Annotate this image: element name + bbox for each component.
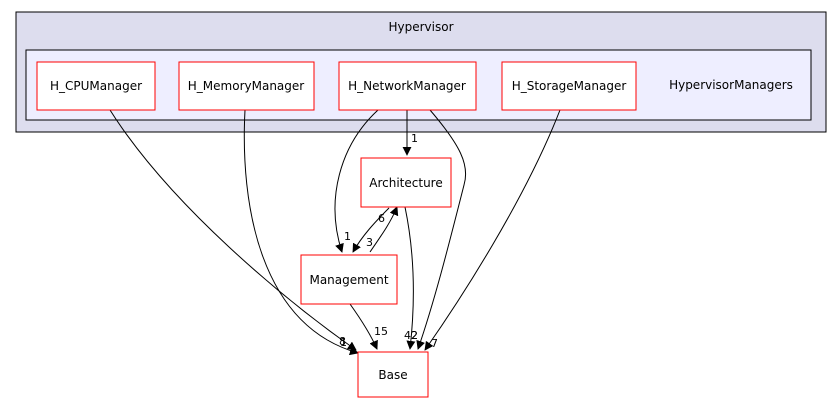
edge-network-to-management[interactable] [334,109,379,253]
node-architecture-label: Architecture [369,176,442,190]
edge-label-management-architecture: 6 [378,212,385,225]
node-base[interactable]: Base [357,351,429,398]
edge-label-cpu-base: 8 [339,335,346,348]
node-h-storagemanager-box [501,61,637,111]
node-h-networkmanager[interactable]: H_NetworkManager [338,61,477,111]
edge-architecture-to-management[interactable] [352,207,390,253]
node-h-cpumanager-label: H_CPUManager [50,79,142,93]
edge-architecture-to-base[interactable] [404,206,416,350]
node-management-label: Management [309,273,388,287]
node-management-box [300,254,398,305]
edge-memory-to-base[interactable] [243,109,359,356]
node-h-storagemanager[interactable]: H_StorageManager [501,61,637,111]
edge-label-network-base: 2 [411,329,418,342]
node-h-cpumanager-box [36,61,156,111]
node-h-memorymanager[interactable]: H_MemoryManager [178,61,315,111]
edges [109,109,561,356]
edge-cpu-to-base[interactable] [109,109,357,351]
edge-label-network-management: 1 [344,230,351,243]
edge-management-to-architecture[interactable] [369,206,399,253]
node-base-box [357,351,429,398]
edge-label-management-base: 15 [374,325,388,338]
node-base-label: Base [378,368,407,382]
node-management[interactable]: Management [300,254,398,305]
node-h-memorymanager-label: H_MemoryManager [188,79,304,93]
edge-label-memory-base: 1 [340,336,347,349]
edge-network-to-base[interactable] [416,109,467,350]
edge-storage-to-base[interactable] [424,109,561,351]
node-architecture[interactable]: Architecture [360,157,452,208]
node-h-networkmanager-label: H_NetworkManager [348,79,466,93]
edge-management-to-base[interactable] [349,303,378,350]
edge-label-architecture-management: 3 [366,236,373,249]
edge-label-architecture-base: 42 [404,329,418,342]
hypervisor-cluster-title: Hypervisor [388,20,453,34]
node-h-networkmanager-box [338,61,477,111]
node-h-cpumanager[interactable]: H_CPUManager [36,61,156,111]
node-h-storagemanager-label: H_StorageManager [512,79,627,93]
edge-label-storage-base: 7 [431,337,438,350]
node-h-memorymanager-box [178,61,315,111]
edge-label-network-architecture: 1 [411,132,418,145]
node-architecture-box [360,157,452,208]
hypervisor-managers-label: HypervisorManagers [669,78,793,92]
edge-labels: 8 1 1 1 2 7 3 6 42 15 [339,132,438,350]
